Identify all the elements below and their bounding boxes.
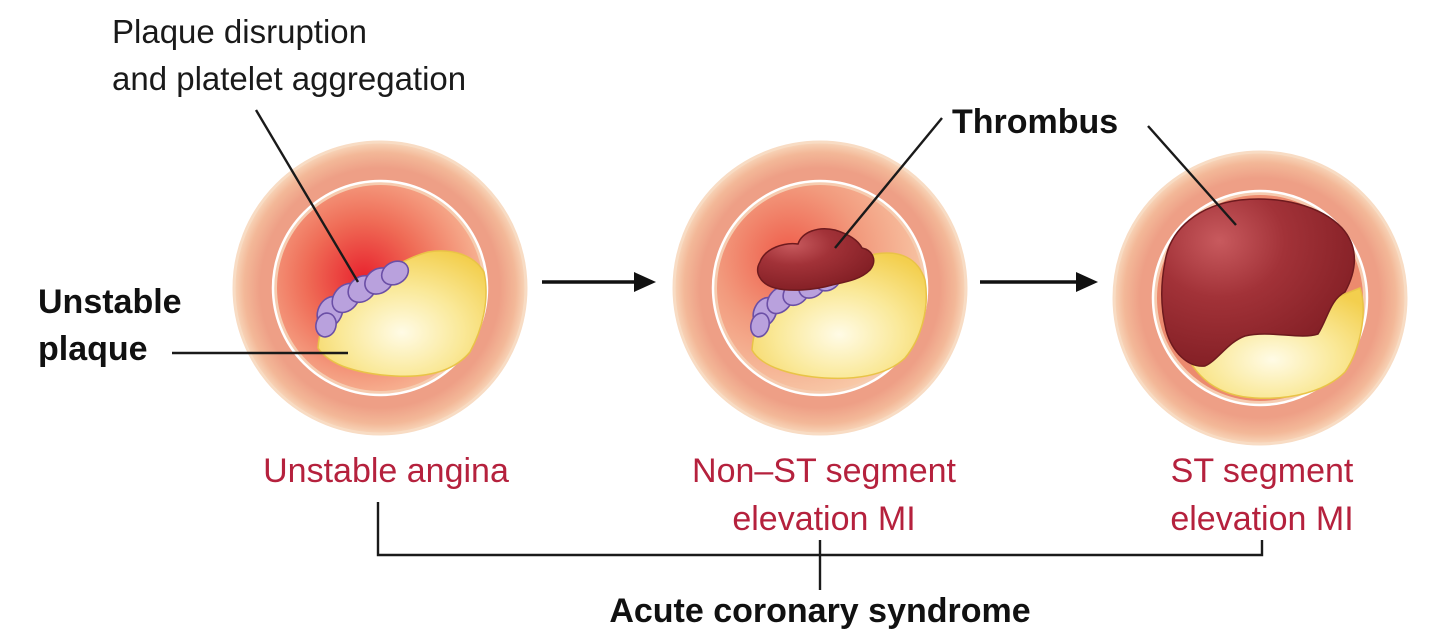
- thrombus-label: Thrombus: [952, 103, 1118, 141]
- plaque-disruption-label: Plaque disruption: [112, 13, 367, 50]
- platelet-aggregation: [315, 260, 410, 338]
- leader-line-thrombus-nstemi: [834, 117, 943, 249]
- leader-line-thrombus-stemi: [1147, 125, 1237, 226]
- leader-line-plaque-disruption: [254, 109, 360, 283]
- vessel-nstemi: [672, 140, 968, 436]
- stage-label-stemi-line2: elevation MI: [1170, 500, 1353, 538]
- thrombus: [1161, 198, 1356, 367]
- unstable-plaque-label-line2: plaque: [38, 330, 148, 368]
- stage-label-nstemi: Non–ST segment: [692, 452, 957, 490]
- stage-label-stemi: ST segment: [1171, 452, 1354, 490]
- vessel-stemi: [1112, 150, 1408, 446]
- plaque-disruption-label-line2: and platelet aggregation: [112, 60, 466, 97]
- stage-label-nstemi-line2: elevation MI: [732, 500, 915, 538]
- progression-arrow-2: [980, 272, 1098, 292]
- acs-label: Acute coronary syndrome: [609, 592, 1030, 630]
- acs-bracket: [376, 502, 1264, 590]
- progression-arrow-1: [542, 272, 656, 292]
- unstable-plaque-label: Unstable: [38, 283, 182, 321]
- vessel-unstable-angina: [232, 140, 528, 436]
- stage-label-unstable-angina: Unstable angina: [263, 452, 509, 490]
- thrombus: [756, 228, 875, 291]
